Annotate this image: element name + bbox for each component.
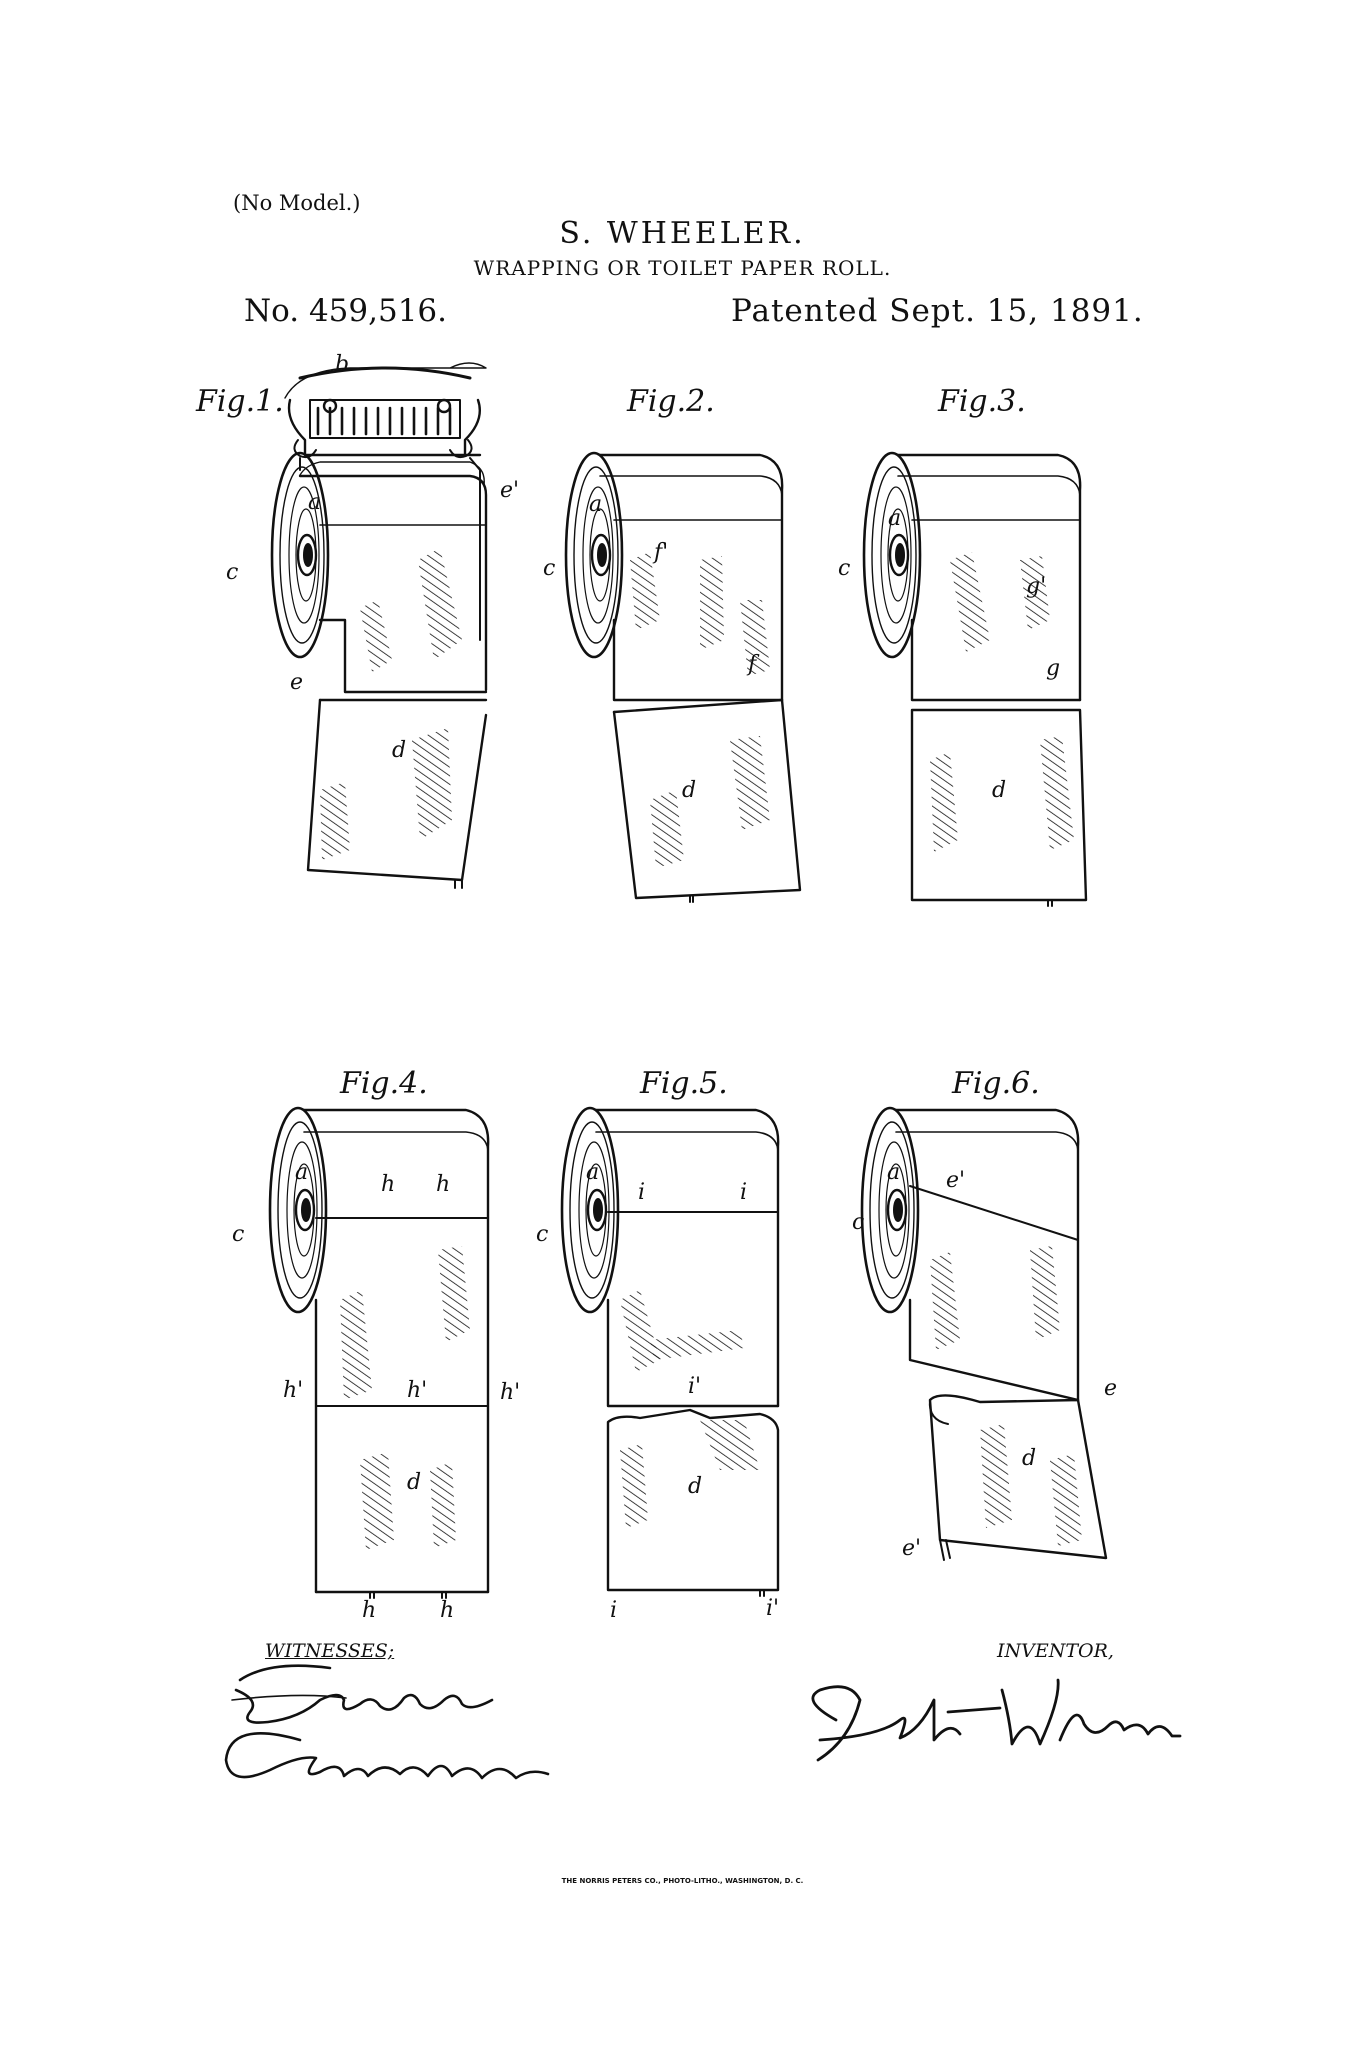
- fig4-ref-h-prime-mid: h': [407, 1378, 428, 1403]
- fig2-ref-c: c: [543, 556, 556, 581]
- figure-2-label: Fig.2.: [627, 384, 715, 419]
- figure-6-drawing: [860, 1106, 1108, 1561]
- fig4-ref-a: a: [295, 1160, 309, 1185]
- fig5-ref-a: a: [586, 1160, 600, 1185]
- fig4-ref-h-top-2: h: [436, 1172, 451, 1197]
- figure-5-label: Fig.5.: [640, 1066, 728, 1101]
- fig4-ref-h-bottom-2: h: [440, 1598, 455, 1623]
- fig4-ref-d: d: [407, 1470, 422, 1495]
- fig1-ref-d: d: [392, 738, 407, 763]
- patent-subtitle: WRAPPING OR TOILET PAPER ROLL.: [473, 256, 892, 280]
- inventor-label: INVENTOR,: [997, 1640, 1114, 1662]
- fig4-ref-h-top-1: h: [381, 1172, 396, 1197]
- fig1-ref-b: b: [335, 352, 350, 377]
- fig5-ref-d: d: [688, 1474, 703, 1499]
- patent-number: No. 459,516.: [244, 293, 447, 329]
- fig5-ref-i-bottom: i: [610, 1598, 618, 1623]
- fig3-ref-a: a: [888, 506, 902, 531]
- fig1-ref-c: c: [226, 560, 239, 585]
- printer-imprint: THE NORRIS PETERS CO., PHOTO-LITHO., WAS…: [561, 1877, 804, 1885]
- figure-3-label: Fig.3.: [938, 384, 1026, 419]
- fig2-ref-d: d: [682, 778, 697, 803]
- witnesses-label: WITNESSES;: [265, 1640, 395, 1662]
- figure-1-drawing: [270, 362, 488, 889]
- fig1-ref-e: e: [290, 670, 304, 695]
- figure-2-drawing: [564, 451, 802, 903]
- fig4-ref-c: c: [232, 1222, 245, 1247]
- fig6-ref-e-prime-bottom: e': [902, 1536, 922, 1561]
- fig5-ref-i-prime-bottom: i': [766, 1596, 780, 1621]
- fig5-ref-c: c: [536, 1222, 549, 1247]
- fig5-ref-i-top-1: i: [638, 1180, 646, 1205]
- fig4-ref-h-prime-right: h': [500, 1380, 521, 1405]
- fig5-ref-i-prime: i': [688, 1374, 702, 1399]
- fig3-ref-g-prime: g': [1026, 574, 1047, 599]
- figure-1-label: Fig.1.: [196, 384, 284, 419]
- fig6-ref-e: e: [1104, 1376, 1118, 1401]
- fig4-ref-h-bottom-1: h: [362, 1598, 377, 1623]
- fig3-ref-g: g: [1046, 656, 1061, 681]
- figure-3-drawing: [862, 451, 1088, 907]
- fig2-ref-f-prime: f': [654, 540, 669, 565]
- patent-date: Patented Sept. 15, 1891.: [731, 293, 1144, 329]
- witness-signature-1: [231, 1664, 494, 1724]
- fig1-ref-a: a: [308, 490, 322, 515]
- fig4-ref-h-prime-left: h': [283, 1378, 304, 1403]
- no-model-note: (No Model.): [233, 191, 361, 215]
- fig2-ref-a: a: [589, 492, 603, 517]
- fig3-ref-c: c: [838, 556, 851, 581]
- inventor-heading: S. WHEELER.: [559, 216, 806, 251]
- fig6-ref-d: d: [1022, 1446, 1037, 1471]
- fig3-ref-d: d: [992, 778, 1007, 803]
- fig5-ref-i-top-2: i: [740, 1180, 748, 1205]
- witness-signature-2: [224, 1732, 550, 1780]
- fig6-ref-c: c: [852, 1210, 865, 1235]
- fig1-ref-e-prime: e': [500, 478, 520, 503]
- figure-6-label: Fig.6.: [952, 1066, 1040, 1101]
- inventor-signature: [811, 1678, 1182, 1762]
- fig2-ref-f: f: [748, 652, 757, 677]
- figure-5-drawing: [560, 1106, 780, 1597]
- fig6-ref-e-prime-top: e': [946, 1168, 966, 1193]
- figure-4-drawing: [268, 1106, 490, 1599]
- figure-4-label: Fig.4.: [340, 1066, 428, 1101]
- fig6-ref-a: a: [887, 1160, 901, 1185]
